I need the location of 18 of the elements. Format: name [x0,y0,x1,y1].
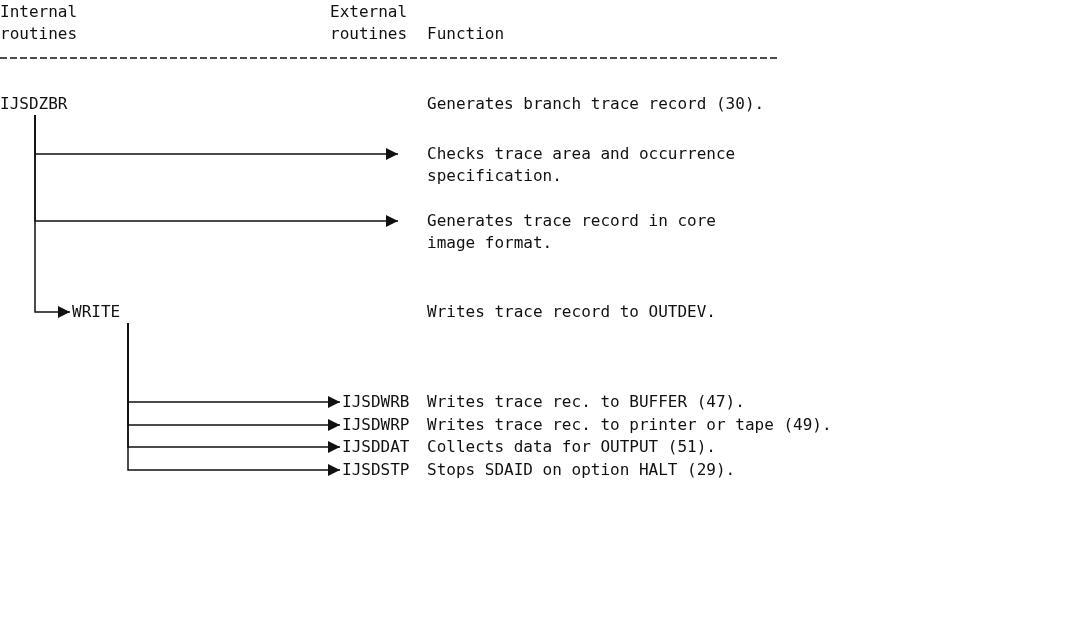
routine-name: WRITE [72,301,121,323]
column-header: External routines [330,1,409,45]
arrow [34,114,71,318]
function-description: Writes trace rec. to BUFFER (47). [427,391,745,413]
routine-name: IJSDWRP [342,414,410,436]
routine-name: IJSDZBR [0,93,68,115]
function-description: Generates branch trace record (30). [427,93,765,115]
function-description: Generates trace record in core image format. [427,210,717,254]
routine-name: IJSDDAT [342,436,410,458]
function-description: Checks trace area and occurrence specification. [427,143,737,187]
column-header: Internal routines [0,1,79,45]
routine-name: IJSDSTP [342,459,410,481]
column-header: Function [427,23,505,45]
function-description: Stops SDAID on option HALT (29). [427,459,736,481]
routine-name: IJSDWRB [342,391,410,413]
function-description: Collects data for OUTPUT (51). [427,436,716,458]
function-description: Writes trace rec. to printer or tape (49). [427,414,832,436]
function-description: Writes trace record to OUTDEV. [427,301,716,323]
